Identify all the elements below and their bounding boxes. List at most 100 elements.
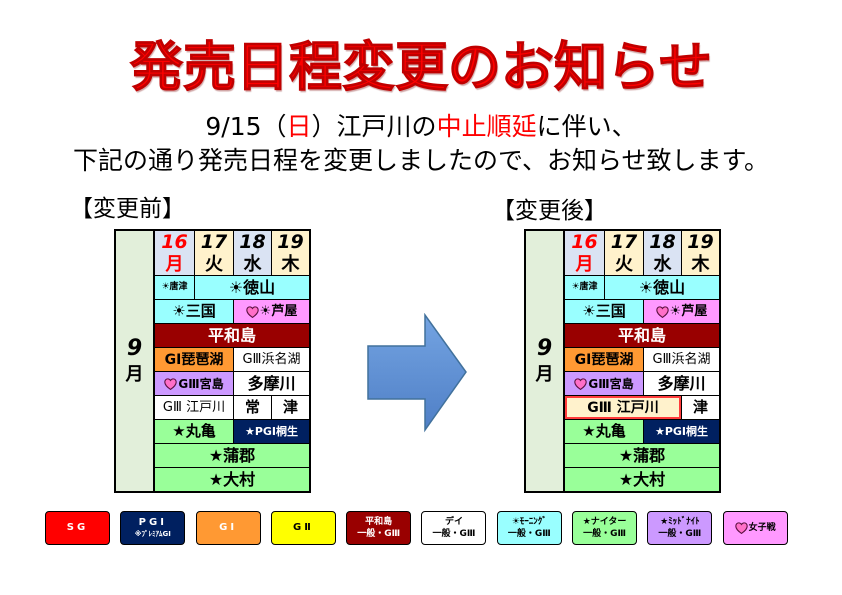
venue-cell-karatsu: ☀唐津	[565, 276, 604, 299]
legend-sublabel: 一般・GⅢ	[658, 529, 702, 539]
venue-label: ☀唐津	[161, 282, 188, 292]
venue-label: 多摩川	[657, 373, 706, 393]
venue-cell-kiryu: ★PGⅠ桐生	[234, 420, 309, 443]
venue-label: ☀芦屋	[669, 304, 708, 319]
legend-label: 平和島	[365, 517, 393, 527]
day-number: 18	[649, 231, 676, 253]
venue-label: ★丸亀	[172, 422, 216, 440]
schedule-table-after: 9 月 16 月 17 火 18 水 19 木 ☀唐津 ☀徳山 ☀三国 ☀芦屋 …	[524, 229, 721, 493]
venue-label: 平和島	[617, 325, 666, 345]
day-of-week: 火	[205, 253, 223, 275]
venue-cell-tokuyama: ☀徳山	[195, 276, 309, 299]
venue-cell-hamanako: GⅢ浜名湖	[234, 348, 309, 371]
venue-label: GⅢ 江戸川	[587, 399, 659, 416]
before-label: 【変更前】	[70, 196, 185, 222]
venue-label: ☀三国	[582, 302, 626, 320]
venue-cell-tsu: 津	[272, 396, 309, 419]
after-label: 【変更後】	[492, 198, 607, 224]
month-number: 9	[126, 336, 143, 361]
venue-cell-mikuni: ☀三国	[155, 300, 233, 323]
heart-icon	[574, 377, 588, 390]
venue-label: ☀徳山	[228, 277, 276, 297]
day-number: 19	[277, 231, 304, 253]
venue-label: ★PGⅠ桐生	[244, 425, 299, 438]
day-header-16: 16 月	[565, 231, 604, 275]
notice-date: 9/15（	[205, 112, 287, 141]
day-of-week: 水	[653, 253, 672, 275]
heart-icon	[655, 305, 669, 318]
venue-label: ☀芦屋	[259, 304, 298, 319]
venue-cell-miyajima: GⅢ宮島	[565, 372, 643, 395]
month-cell: 9 月	[526, 231, 564, 491]
legend-item-sg: SG	[45, 511, 110, 545]
legend-label: SG	[66, 522, 89, 533]
day-header-18: 18 水	[644, 231, 681, 275]
day-of-week: 月	[165, 253, 184, 275]
venue-label: 多摩川	[247, 373, 296, 393]
venue-cell-marugame: ★丸亀	[565, 420, 643, 443]
legend-label: GⅡ	[292, 522, 314, 533]
day-number: 16	[571, 231, 598, 253]
venue-label: ☀唐津	[571, 282, 598, 292]
venue-cell-gamagori: ★蒲郡	[155, 444, 309, 467]
day-number: 19	[687, 231, 714, 253]
venue-cell-tamagawa: 多摩川	[234, 372, 309, 395]
venue-label: 津	[282, 398, 298, 416]
legend-item-ladies: 女子戦	[722, 511, 788, 545]
month-number: 9	[536, 336, 553, 361]
day-header-17: 17 火	[195, 231, 233, 275]
venue-cell-ashiya: ☀芦屋	[234, 300, 309, 323]
venue-cell-miyajima: GⅢ宮島	[155, 372, 233, 395]
venue-cell-heiwajima: 平和島	[155, 324, 309, 347]
venue-cell-heiwajima: 平和島	[565, 324, 719, 347]
venue-cell-marugame: ★丸亀	[155, 420, 233, 443]
notice-reason: 中止順延	[436, 112, 537, 141]
month-unit: 月	[535, 364, 554, 385]
notice-line-2: 下記の通り発売日程を変更しましたので、お知らせ致します。	[72, 146, 769, 175]
venue-cell-hamanako: GⅢ浜名湖	[644, 348, 719, 371]
venue-label: ★蒲郡	[208, 445, 256, 465]
venue-label: 津	[692, 398, 708, 416]
heart-icon	[734, 522, 748, 534]
legend-item-g2: GⅡ	[270, 511, 336, 545]
day-header-19: 19 木	[272, 231, 309, 275]
venue-label: GⅢ宮島	[588, 376, 634, 391]
venue-cell-tsu: 津	[682, 396, 719, 419]
venue-cell-biwako: GⅠ琵琶湖	[155, 348, 233, 371]
venue-cell-gamagori: ★蒲郡	[565, 444, 719, 467]
venue-cell-tokuyama: ☀徳山	[605, 276, 719, 299]
notice-line-1: 9/15（日）江戸川の中止順延に伴い、	[0, 112, 842, 142]
legend-label: ★ナイター	[582, 517, 627, 527]
day-header-18: 18 水	[234, 231, 271, 275]
venue-cell-tamagawa: 多摩川	[644, 372, 719, 395]
legend-label: ☀ﾓｰﾆﾝｸﾞ	[511, 517, 547, 527]
legend-label: GⅠ	[219, 522, 238, 533]
legend-row: 女子戦	[734, 522, 776, 534]
venue-cell-omura: ★大村	[565, 468, 719, 491]
venue-label: ★蒲郡	[618, 445, 666, 465]
right-arrow-icon	[367, 313, 467, 433]
venue-label: GⅠ琵琶湖	[574, 351, 634, 368]
venue-label: ★丸亀	[582, 422, 626, 440]
legend-item-midnight: ★ﾐｯﾄﾞﾅｲﾄ 一般・GⅢ	[647, 511, 713, 545]
venue-cell-tokoname: 常	[234, 396, 271, 419]
legend-sublabel: 一般・GⅢ	[507, 529, 551, 539]
legend-item-g1: GⅠ	[195, 511, 261, 545]
day-of-week: 火	[615, 253, 633, 275]
day-number: 18	[239, 231, 266, 253]
venue-label: GⅢ浜名湖	[242, 352, 301, 367]
notice-tail: に伴い、	[536, 112, 637, 141]
legend-item-morning: ☀ﾓｰﾆﾝｸﾞ 一般・GⅢ	[496, 511, 562, 545]
venue-cell-kiryu: ★PGⅠ桐生	[644, 420, 719, 443]
venue-label: GⅢ浜名湖	[652, 352, 711, 367]
venue-label: GⅠ琵琶湖	[164, 351, 224, 368]
venue-label: ☀徳山	[638, 277, 686, 297]
legend-item-heiwajima: 平和島 一般・GⅢ	[346, 511, 412, 545]
notice-weekday: 日	[286, 112, 312, 141]
day-number: 16	[161, 231, 188, 253]
day-header-17: 17 火	[605, 231, 643, 275]
legend-sublabel: 一般・GⅢ	[357, 529, 401, 539]
notice-venue: ）江戸川の	[311, 112, 437, 141]
venue-label: ★大村	[208, 469, 256, 489]
schedule-table-before: 9 月 16 月 17 火 18 水 19 木 ☀唐津 ☀徳山 ☀三国 ☀芦屋 …	[114, 229, 311, 493]
